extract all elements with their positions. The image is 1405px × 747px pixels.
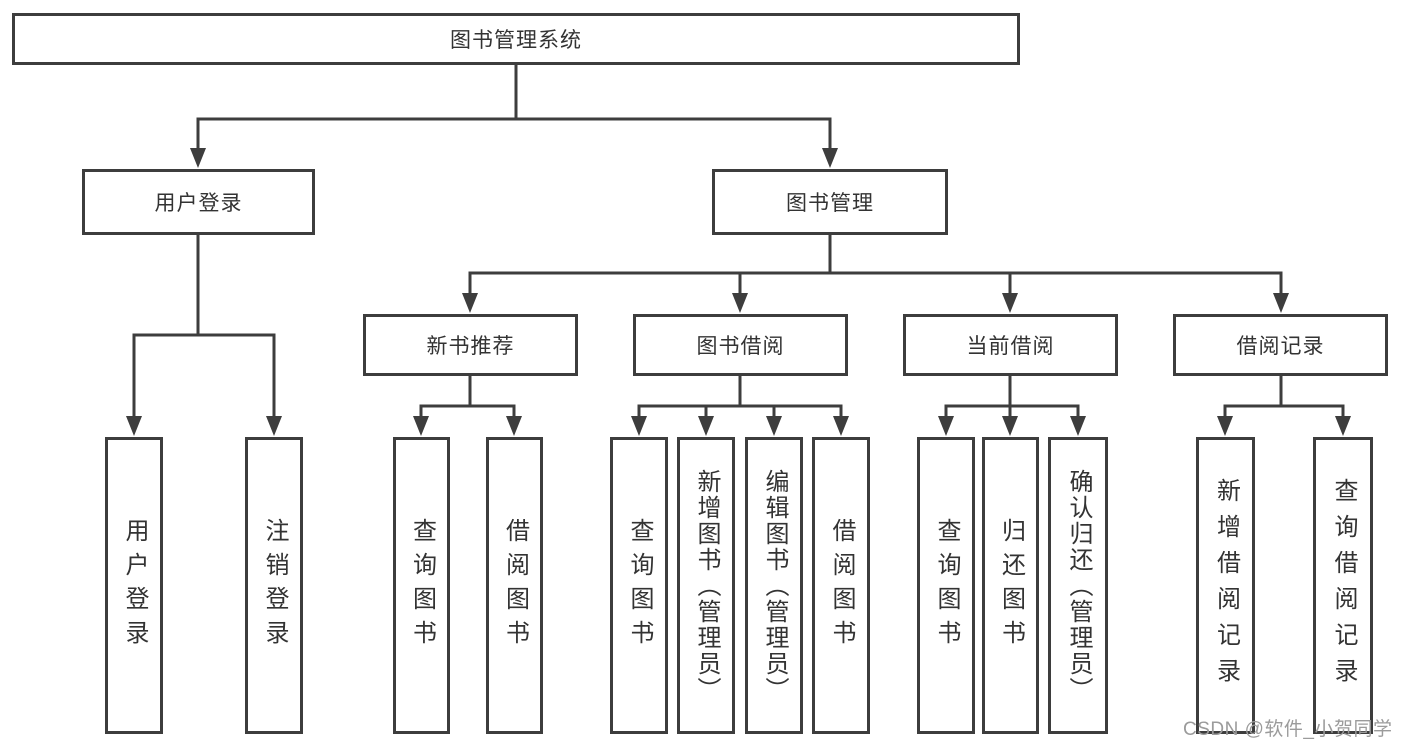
leaf-label: 新增图书（管理员） [693, 468, 720, 703]
leaf-query-borrow-record: 查询借阅记录 [1313, 437, 1373, 734]
leaf-logout: 注销登录 [245, 437, 303, 734]
leaf-confirm-return-admin: 确认归还（管理员） [1048, 437, 1108, 734]
watermark: CSDN @软件_小贺同学 [1183, 719, 1393, 740]
arrowheads [126, 148, 1351, 436]
leaf-label: 归还图书 [997, 517, 1025, 654]
node-current-borrowing: 当前借阅 [903, 314, 1118, 376]
leaf-query-books-current: 查询图书 [917, 437, 975, 734]
node-user-login-label: 用户登录 [154, 192, 243, 215]
leaf-user-login: 用户登录 [105, 437, 163, 734]
node-root: 图书管理系统 [12, 13, 1020, 65]
node-book-borrowing: 图书借阅 [633, 314, 848, 376]
leaf-label: 查询借阅记录 [1330, 477, 1357, 694]
node-root-label: 图书管理系统 [450, 29, 582, 52]
leaf-edit-books-admin: 编辑图书（管理员） [745, 437, 803, 734]
leaf-query-books-recommend: 查询图书 [393, 437, 450, 734]
leaf-label: 编辑图书（管理员） [761, 468, 788, 703]
node-book-management-label: 图书管理 [786, 192, 874, 215]
leaf-borrow-books: 借阅图书 [812, 437, 870, 734]
node-current-borrowing-label: 当前借阅 [966, 335, 1055, 358]
node-new-book-recommendation-label: 新书推荐 [426, 335, 515, 358]
leaf-add-books-admin: 新增图书（管理员） [677, 437, 735, 734]
node-user-login: 用户登录 [82, 169, 315, 235]
leaf-query-books-borrow: 查询图书 [610, 437, 668, 734]
leaf-label: 确认归还（管理员） [1065, 468, 1092, 703]
leaf-label: 借阅图书 [828, 517, 855, 654]
leaf-label: 查询图书 [408, 517, 436, 654]
node-book-borrowing-label: 图书借阅 [696, 335, 785, 358]
leaf-label: 新增借阅记录 [1212, 477, 1240, 694]
leaf-label: 查询图书 [933, 517, 960, 654]
leaf-label: 借阅图书 [501, 517, 529, 654]
node-borrowing-records: 借阅记录 [1173, 314, 1388, 376]
leaf-label: 用户登录 [121, 517, 148, 654]
node-book-management: 图书管理 [712, 169, 948, 235]
leaf-return-books: 归还图书 [982, 437, 1039, 734]
leaf-add-borrow-record: 新增借阅记录 [1196, 437, 1255, 734]
leaf-borrow-books-recommend: 借阅图书 [486, 437, 543, 734]
leaf-label: 查询图书 [626, 517, 653, 654]
node-new-book-recommendation: 新书推荐 [363, 314, 578, 376]
node-borrowing-records-label: 借阅记录 [1236, 335, 1325, 358]
leaf-label: 注销登录 [261, 517, 288, 654]
